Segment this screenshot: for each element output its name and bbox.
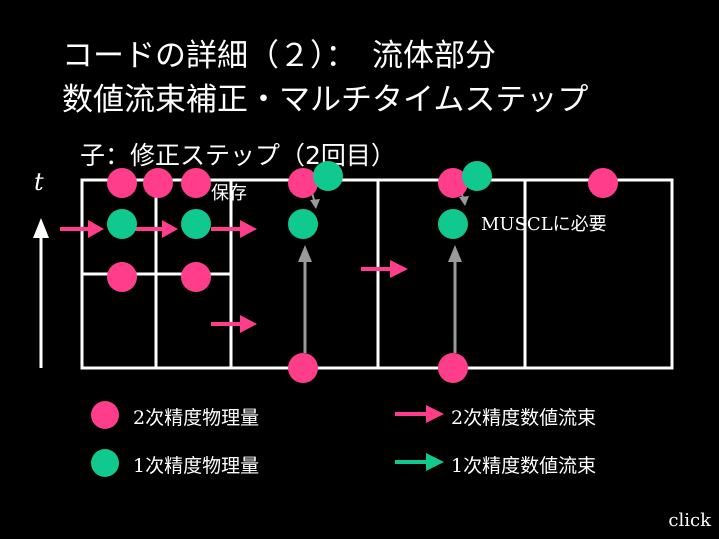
legend-first-order-dot — [91, 449, 119, 477]
second-order-dot — [181, 168, 211, 198]
legend-label-first-order-quantity: 1次精度物理量 — [133, 455, 260, 477]
slide-title-line2: 数値流束補正・マルチタイムステップ — [62, 82, 589, 118]
first-order-quantities — [107, 161, 492, 239]
update-arrowhead — [459, 196, 469, 206]
update-arrowhead — [298, 245, 312, 262]
second-order-quantities — [107, 168, 618, 383]
second-order-dot — [288, 353, 318, 383]
legend-second-order-arrowhead — [426, 405, 444, 423]
legend-first-order-arrowhead — [426, 453, 444, 471]
second-order-flux-arrowhead — [88, 220, 104, 238]
legend-second-order-dot — [91, 401, 119, 429]
first-order-dot — [438, 209, 468, 239]
first-order-dot — [313, 161, 343, 191]
muscl-annotation: MUSCLに必要 — [481, 214, 607, 235]
save-annotation: 保存 — [211, 183, 247, 204]
second-order-dot — [107, 168, 137, 198]
click-prompt[interactable]: click — [668, 510, 711, 531]
second-order-dot — [438, 353, 468, 383]
first-order-dot — [107, 209, 137, 239]
time-axis-arrowhead — [33, 218, 49, 238]
second-order-dot — [181, 262, 211, 292]
legend-label-second-order-quantity: 2次精度物理量 — [133, 407, 260, 429]
update-arrowhead — [310, 199, 320, 209]
second-order-dot — [438, 168, 468, 198]
flux-arrows — [60, 220, 408, 333]
grid — [80, 178, 674, 370]
second-order-dot — [143, 168, 173, 198]
legend-label-second-order-flux: 2次精度数値流束 — [451, 407, 597, 429]
first-order-dot — [181, 209, 211, 239]
update-arrowhead — [448, 245, 462, 262]
second-order-flux-arrowhead — [240, 220, 257, 238]
first-order-dot — [288, 209, 318, 239]
time-axis-label: t — [34, 168, 44, 196]
second-order-dot — [107, 262, 137, 292]
second-order-flux-arrowhead — [240, 315, 257, 333]
legend-label-first-order-flux: 1次精度数値流束 — [451, 455, 597, 477]
second-order-flux-arrowhead — [390, 260, 408, 278]
second-order-dot — [588, 168, 618, 198]
slide-subtitle: 子：修正ステップ（2回目） — [80, 141, 396, 170]
second-order-dot — [288, 168, 318, 198]
first-order-dot — [462, 161, 492, 191]
second-order-flux-arrowhead — [162, 220, 178, 238]
slide-title-line1: コードの詳細（２）： 流体部分 — [62, 38, 496, 74]
